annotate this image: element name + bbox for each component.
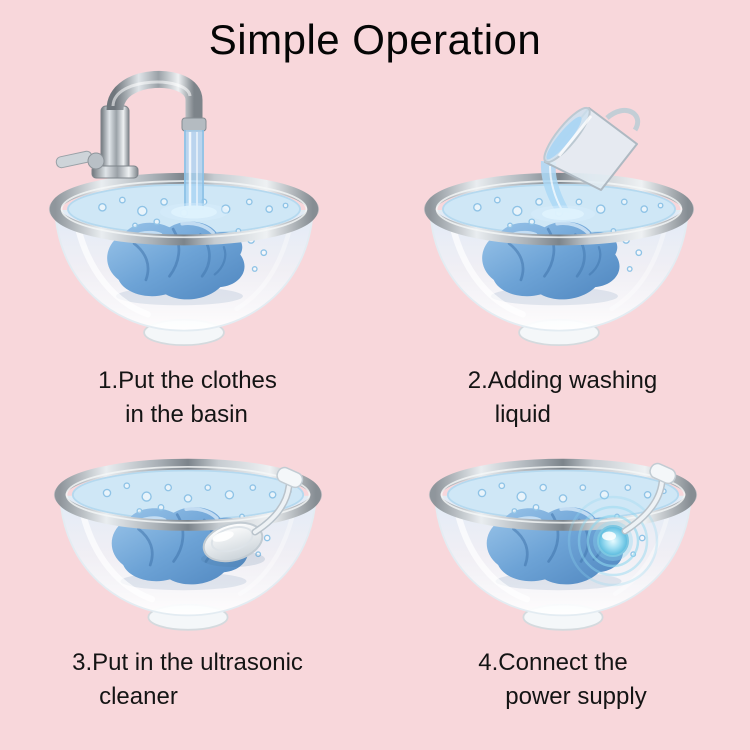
caption-line: 3.Put in the ultrasonic	[72, 649, 303, 677]
step-2-illustration	[393, 106, 733, 356]
ripple-icon	[567, 495, 658, 587]
step-1-illustration	[18, 70, 358, 356]
page-title: Simple Operation	[208, 16, 542, 63]
caption-line: in the basin	[125, 401, 248, 429]
power-device-icon	[567, 462, 676, 587]
ripple-icon	[577, 505, 648, 577]
step-3-illustration	[33, 446, 343, 638]
step-1: 1.Put the clothes in the basin	[0, 66, 375, 446]
caption-line: 1.Put the clothes	[98, 367, 277, 394]
water-stream	[159, 130, 228, 221]
step-1-caption: 1.Put the clothes in the basin	[98, 364, 277, 432]
step-2: 2.Adding washing liquid	[375, 66, 750, 446]
caption-line: liquid	[494, 401, 551, 429]
steps-grid: 1.Put the clothes in the basin	[0, 66, 750, 728]
faucet-icon	[55, 70, 206, 179]
measuring-cup-icon	[542, 106, 640, 191]
step-4: 4.Connect the power supply	[375, 446, 750, 728]
caption-line: cleaner	[99, 683, 178, 711]
step-4-caption: 4.Connect the power supply	[478, 646, 646, 714]
caption-line: 4.Connect the	[478, 649, 628, 677]
step-4-illustration	[408, 446, 718, 638]
caption-line: power supply	[505, 683, 647, 711]
step-2-caption: 2.Adding washing liquid	[468, 364, 657, 432]
step-3: 3.Put in the ultrasonic cleaner	[0, 446, 375, 728]
ultrasonic-disc-icon	[200, 466, 303, 568]
bowl-icon	[54, 462, 320, 630]
step-3-caption: 3.Put in the ultrasonic cleaner	[72, 646, 303, 714]
caption-line: 2.Adding washing	[467, 367, 658, 394]
liquid-stream	[530, 161, 595, 223]
ripple-icon	[586, 514, 639, 568]
